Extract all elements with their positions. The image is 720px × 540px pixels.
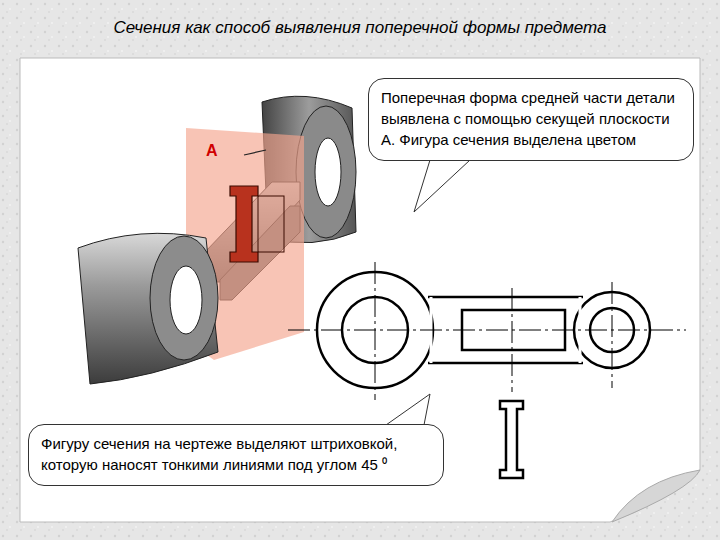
callout-tail <box>414 160 470 212</box>
plane-leader <box>244 150 266 155</box>
slide-title: Сечения как способ выявления поперечной … <box>20 18 700 38</box>
page-curl <box>612 470 700 522</box>
paper-sheet <box>20 58 700 522</box>
section-figure-3d <box>258 196 284 252</box>
callout-bubble: Фигуру сечения на чертеже выделяют штрих… <box>28 424 444 486</box>
callout-text: Фигуру сечения на чертеже выделяют штрих… <box>41 433 431 475</box>
section-figure <box>500 401 523 478</box>
section-figure-3d <box>230 186 258 262</box>
plane-label: А <box>206 142 218 160</box>
callout-text: Поперечная форма средней части детали вы… <box>381 87 681 150</box>
front-view <box>288 262 686 400</box>
callout-bubble: Поперечная форма средней части детали вы… <box>368 78 694 161</box>
callout-tail <box>386 394 430 425</box>
left-cylinder <box>78 233 218 384</box>
